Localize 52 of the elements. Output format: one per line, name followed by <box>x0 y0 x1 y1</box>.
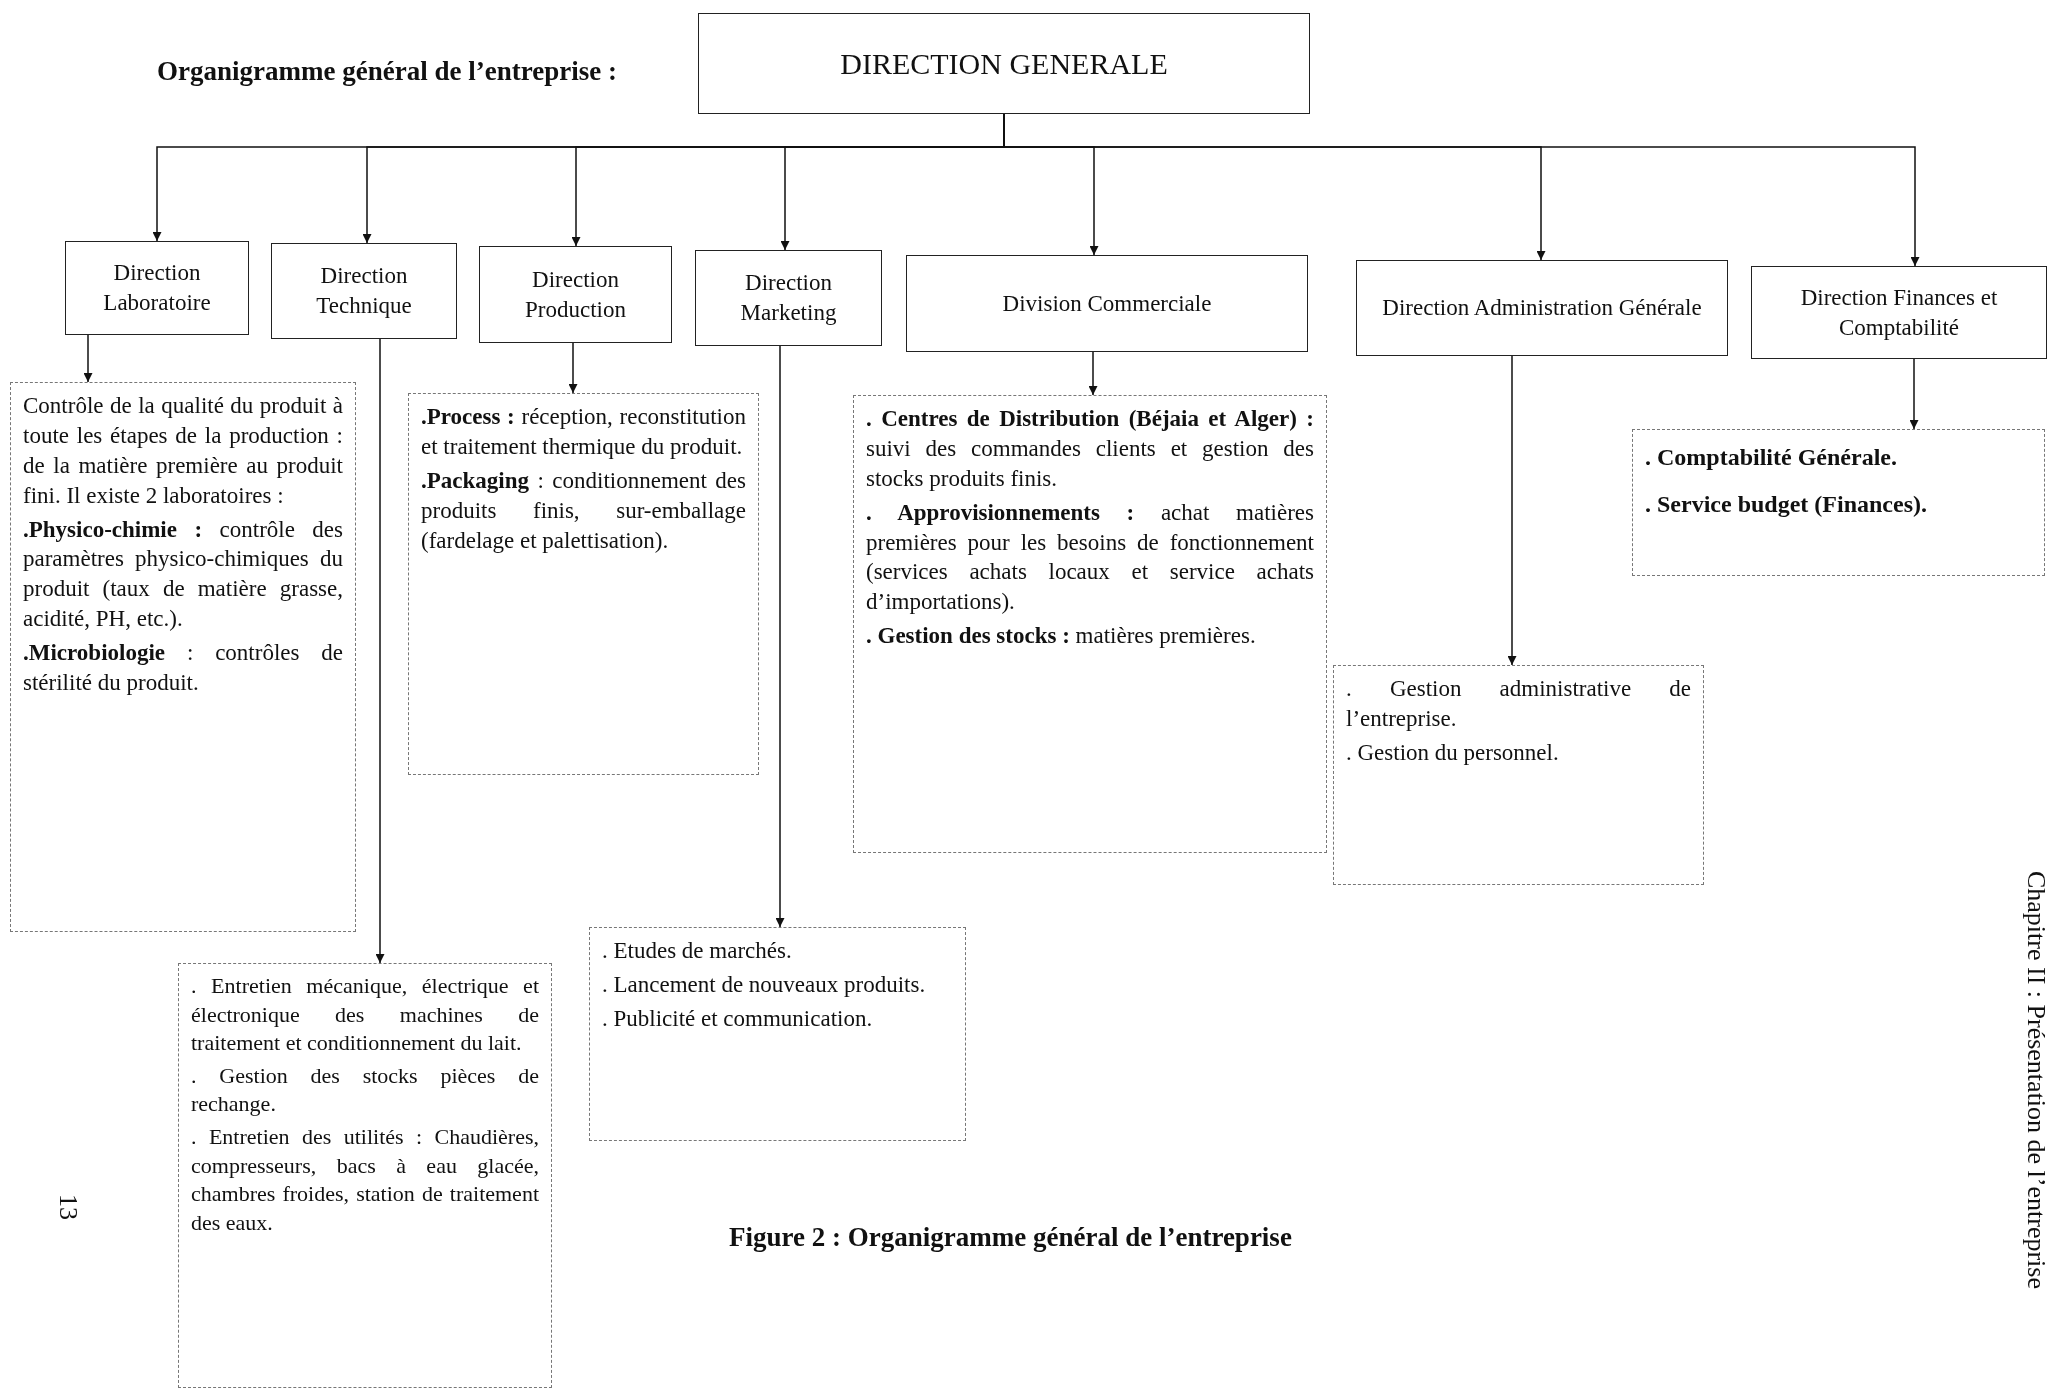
description-text: . Service budget (Finances). <box>1645 490 1928 520</box>
arrow <box>83 334 93 383</box>
description-text: . Comptabilité Générale. <box>1645 443 1898 472</box>
box-label: Direction Administration Générale <box>1382 294 1702 323</box>
box-label: Direction Technique <box>315 262 413 320</box>
description-text: . Gestion des stocks pièces de rechange. <box>191 1061 539 1119</box>
process-box <box>698 13 1310 114</box>
figure-caption: Figure 2 : Organigramme général de l’entreprise <box>729 1222 1292 1253</box>
arrow <box>775 345 785 928</box>
description-text: . Entretien des utilités : Chaudières, compresseurs, bacs à eau glacée, chambres froides, station de traitement des eaux. <box>191 1122 539 1237</box>
description-text: Contrôle de la qualité du produit à toute les étapes de la production : de la matière première au produit fini. Il existe 2 laboratoires : <box>23 392 343 510</box>
box-label: Division Commerciale <box>1002 289 1212 318</box>
arrow <box>1088 351 1098 396</box>
process-box <box>271 243 457 339</box>
process-box <box>1356 260 1728 356</box>
description-text: .Microbiologie : contrôles de stérilité du produit. <box>23 639 343 697</box>
arrow <box>568 342 578 394</box>
description-text: . Etudes de marchés. <box>602 937 793 965</box>
process-box <box>65 241 249 335</box>
description-text: . Publicité et communication. <box>602 1004 874 1033</box>
description-text: . Approvisionnements : achat matières premières pour les besoins de fonctionnement (services achats locaux et service achats d’importations). <box>866 498 1314 617</box>
description-box <box>408 393 759 775</box>
description-text: . Gestion administrative de l’entreprise. <box>1346 675 1691 733</box>
process-box <box>1751 266 2047 359</box>
box-label: Direction Production <box>524 265 627 324</box>
arrow <box>1909 358 1919 430</box>
box-label: Direction Laboratoire <box>102 259 212 317</box>
process-box <box>906 255 1308 352</box>
page-number: 13 <box>53 1194 83 1220</box>
description-box <box>178 963 552 1388</box>
description-box <box>1333 665 1704 885</box>
description-box <box>10 382 356 932</box>
arrow <box>375 338 385 964</box>
diagram-title: Organigramme général de l’entreprise : <box>157 56 617 87</box>
process-box <box>695 250 882 346</box>
description-text: . Gestion du personnel. <box>1346 738 1560 767</box>
description-text: . Gestion des stocks : matières premières. <box>866 622 1257 651</box>
description-box <box>589 927 966 1141</box>
description-text: . Centres de Distribution (Béjaia et Alger) : suivi des commandes clients et gestion des stocks produits finis. <box>866 405 1314 493</box>
description-text: . Entretien mécanique, électrique et électronique des machines de traitement et conditionnement du lait. <box>191 972 539 1058</box>
description-box <box>853 395 1327 853</box>
box-label: DIRECTION GENERALE <box>840 46 1168 82</box>
description-text: .Packaging : conditionnement des produits finis, sur-emballage (fardelage et palettisation). <box>421 466 746 555</box>
process-box <box>479 246 672 343</box>
box-label: Direction Finances et Comptabilité <box>1799 283 1999 342</box>
description-text: .Physico-chimie : contrôle des paramètres physico-chimiques du produit (taux de matière grasse, acidité, PH, etc.). <box>23 515 343 634</box>
description-text: .Process : réception, reconstitution et traitement thermique du produit. <box>421 403 746 461</box>
box-label: Direction Marketing <box>739 269 838 327</box>
description-text: . Lancement de nouveaux produits. <box>602 970 927 999</box>
arrow <box>1507 355 1517 666</box>
description-box <box>1632 429 2045 576</box>
running-header: Chapitre II : Présentation de l’entreprise <box>2021 871 2051 1289</box>
